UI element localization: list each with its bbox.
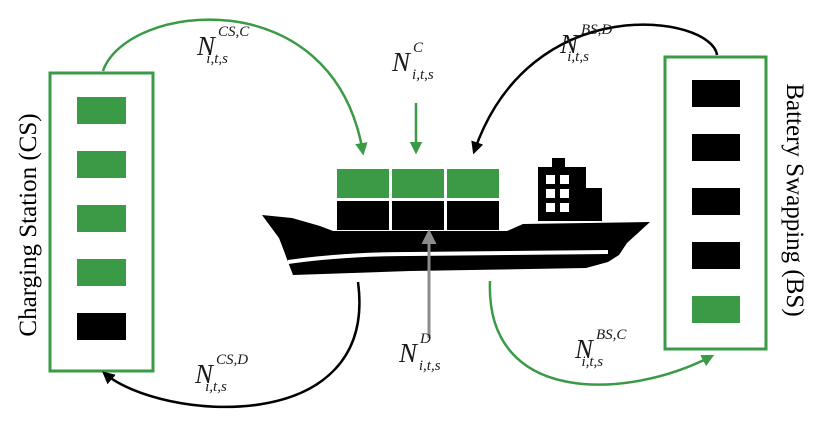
charging-station-battery-green — [77, 97, 126, 124]
building-icon — [538, 158, 602, 221]
battery-swapping-station: Battery Swapping (BS) — [663, 55, 808, 351]
battery-swapping-battery-black — [692, 80, 740, 107]
ship-battery-bottom-black — [392, 201, 444, 230]
battery-swapping-battery-black — [692, 188, 740, 215]
battery-swapping-frame — [663, 55, 768, 351]
ship-battery-bottom-black — [337, 201, 389, 230]
ship-to-bs-charged-arrow — [488, 280, 715, 386]
ship-battery-bottom-black — [447, 201, 499, 230]
ship-battery-top-green — [392, 169, 444, 198]
battery-swapping-battery-green — [692, 296, 740, 323]
ship-deck-line — [287, 250, 609, 264]
charging-station: Charging Station (CS) — [15, 71, 155, 373]
ship-to-cs-discharged-arrow — [102, 281, 361, 409]
charging-station-battery-black — [77, 313, 126, 340]
battery-swapping-battery-black — [692, 134, 740, 161]
battery-swapping-slots — [692, 80, 740, 323]
ship-hull — [262, 215, 650, 275]
charging-station-slots — [77, 97, 126, 340]
charging-station-battery-green — [77, 259, 126, 286]
ship-icon — [262, 215, 650, 275]
charging-station-battery-green — [77, 205, 126, 232]
cs-to-ship-charged-arrow — [101, 18, 368, 156]
charging-station-label: Charging Station (CS) — [15, 113, 42, 336]
battery-swapping-battery-black — [692, 242, 740, 269]
ship-battery-containers — [337, 169, 499, 230]
ship-battery-top-green — [447, 169, 499, 198]
battery-swapping-label: Battery Swapping (BS) — [781, 83, 808, 316]
charging-station-frame — [48, 71, 155, 373]
bs-to-ship-discharged-arrow — [471, 23, 719, 155]
ship-battery-top-green — [337, 169, 389, 198]
charging-station-battery-green — [77, 151, 126, 178]
